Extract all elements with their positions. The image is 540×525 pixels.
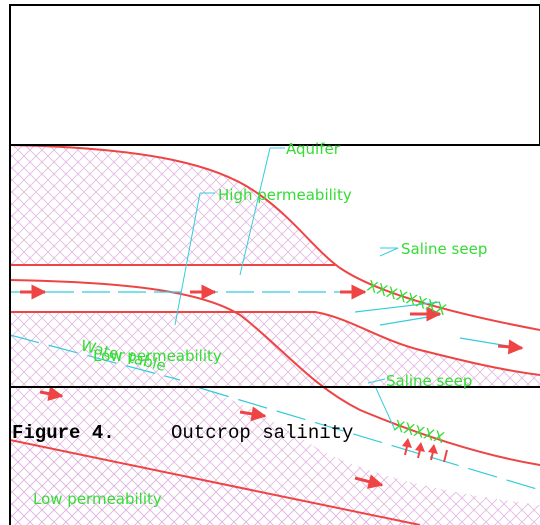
high-permeability-label: High permeability — [218, 186, 352, 204]
aquifer-label: Aquifer — [286, 140, 341, 158]
aquifer-leader — [239, 147, 285, 276]
middle-hatch-region — [10, 312, 540, 388]
saline-seep-2-leader — [367, 378, 396, 431]
middle-band-boundary — [10, 311, 540, 376]
seep-marks-2: XXXXX — [392, 416, 446, 447]
low-permeability-label-2: Low permeability — [33, 490, 162, 508]
saline-seep-label-2: Saline seep — [386, 372, 472, 390]
flow-arrow-7 — [239, 406, 267, 422]
flow-arrow-8 — [354, 474, 384, 489]
deep-boundary — [10, 439, 421, 525]
high-permeability-leader — [174, 192, 215, 326]
caption-prefix: Figure 4. — [12, 422, 115, 444]
low-permeability-label-1: Low permeability — [93, 347, 222, 365]
upper-hatch-region — [10, 145, 335, 265]
seep-up-arrowheads — [402, 438, 438, 454]
upper-frame — [9, 4, 540, 146]
aquifer-bottom-boundary — [10, 279, 540, 466]
saline-seep-1-leader — [379, 247, 399, 257]
saline-seep-label-1: Saline seep — [401, 240, 487, 258]
water-table-line — [10, 334, 540, 491]
caption-text: Outcrop salinity — [171, 422, 353, 444]
flow-arrow-5 — [497, 339, 524, 355]
seep-marks-1: XXXXXXXX — [365, 277, 449, 320]
aquifer-top-boundary — [10, 144, 540, 331]
seep-up-arrows — [404, 441, 448, 463]
flow-arrow-6 — [39, 386, 64, 401]
